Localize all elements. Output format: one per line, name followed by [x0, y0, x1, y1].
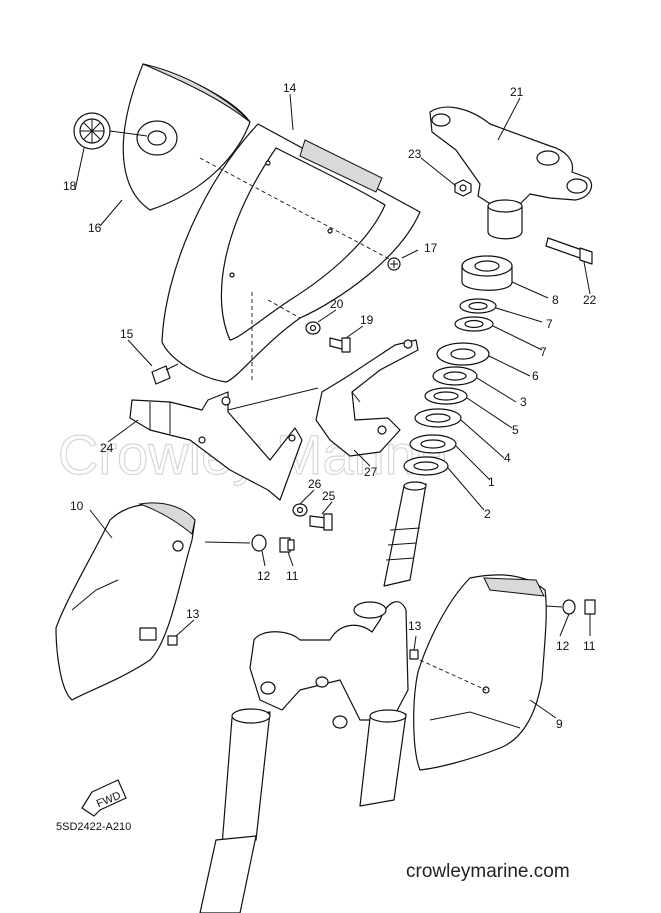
callout-10: 10: [70, 499, 84, 513]
callout-19: 19: [360, 313, 374, 327]
part-19-bolt: [329, 337, 351, 353]
callout-5: 5: [512, 423, 519, 437]
part-10-side-cover-left: [55, 502, 196, 701]
fwd-arrow-icon: FWD: [81, 779, 127, 817]
callout-25: 25: [322, 489, 336, 503]
callout-24: 24: [100, 441, 114, 455]
callout-1: 1: [488, 475, 495, 489]
callouts: 14 21 23 18 16 17 22 8 20 19 7 15 7 6 3 …: [63, 81, 597, 731]
callout-13b: 13: [408, 619, 422, 633]
callout-7b: 7: [540, 345, 547, 359]
callout-16: 16: [88, 221, 102, 235]
callout-14: 14: [283, 81, 297, 95]
part-23-nut: [454, 179, 472, 197]
part-17-screw: [387, 249, 419, 271]
part-21-handle-crown: [429, 106, 593, 240]
callout-9: 9: [556, 717, 563, 731]
part-3-race: [432, 366, 478, 386]
part-12-grommet-left: [204, 534, 267, 552]
site-url: crowleymarine.com: [406, 861, 570, 882]
part-27-stay: [315, 339, 419, 457]
part-25-bolt: [309, 513, 333, 531]
diagram-code: 5SD2422-A210: [56, 821, 131, 833]
part-6-cover: [436, 342, 490, 366]
part-7-nut-upper: [459, 298, 497, 314]
part-1-race: [409, 434, 457, 454]
callout-7a: 7: [546, 317, 553, 331]
callout-13a: 13: [186, 607, 200, 621]
callout-2: 2: [484, 507, 491, 521]
callout-15: 15: [120, 327, 134, 341]
callout-20: 20: [330, 297, 344, 311]
part-15-bolt: [151, 363, 179, 385]
callout-6: 6: [532, 369, 539, 383]
part-14-front-cowl: [161, 123, 421, 383]
part-13-clip-right: [409, 649, 419, 660]
callout-26: 26: [308, 477, 322, 491]
callout-8: 8: [552, 293, 559, 307]
part-4-race: [414, 408, 462, 428]
callout-4: 4: [504, 451, 511, 465]
callout-12b: 12: [556, 639, 570, 653]
part-24-bracket: [129, 387, 319, 501]
callout-11a: 11: [286, 569, 299, 583]
leader-lines: [74, 93, 591, 719]
part-8-collar: [461, 255, 513, 291]
callout-21: 21: [510, 85, 524, 99]
callout-27: 27: [364, 465, 378, 479]
part-18-emblem: [73, 112, 148, 150]
callout-11b: 11: [583, 639, 596, 653]
callout-3: 3: [520, 395, 527, 409]
fork-left: [199, 708, 271, 913]
callout-18: 18: [63, 179, 77, 193]
callout-23: 23: [408, 147, 422, 161]
part-22-bolt: [545, 237, 593, 265]
part-13-clip-left: [167, 635, 178, 646]
callout-22: 22: [583, 293, 597, 307]
steering-stem: [383, 481, 427, 587]
callout-12a: 12: [257, 569, 271, 583]
part-7-nut-lower: [454, 316, 494, 332]
part-26-washer: [292, 503, 308, 517]
part-11-bolt-left: [279, 537, 295, 553]
part-16-windshield: [122, 63, 251, 211]
part-20-washer: [305, 321, 321, 335]
part-12-grommet-right: [545, 599, 576, 615]
callout-17: 17: [424, 241, 438, 255]
part-2-bearing: [403, 456, 449, 476]
part-5-bearing: [424, 387, 468, 405]
part-11-bolt-right: [584, 599, 596, 615]
part-9-side-cover-right: [413, 574, 547, 771]
under-bracket: [249, 601, 409, 729]
fork-right: [359, 709, 407, 807]
